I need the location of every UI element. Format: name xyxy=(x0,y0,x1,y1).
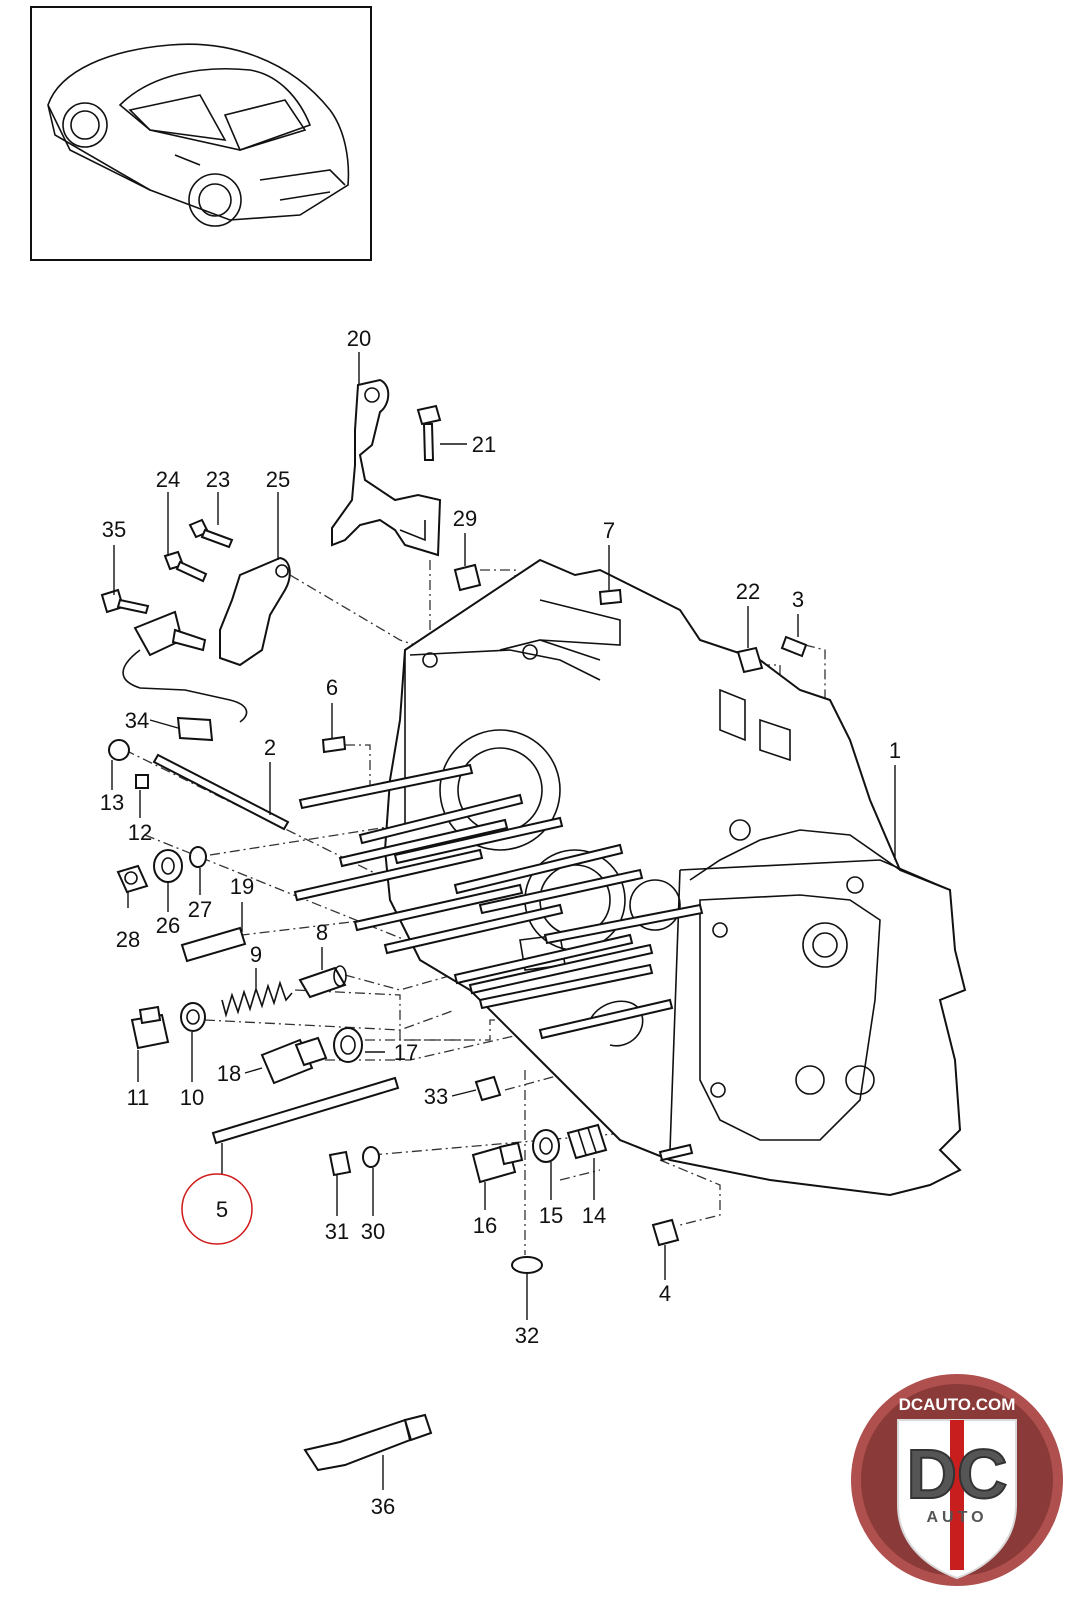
callout-15: 15 xyxy=(539,1203,563,1228)
callout-14: 14 xyxy=(582,1203,606,1228)
crankcase-studs xyxy=(293,763,704,1162)
bracket-20 xyxy=(331,378,442,557)
callout-17: 17 xyxy=(394,1040,418,1065)
seal-15 xyxy=(532,1129,560,1163)
callout-4: 4 xyxy=(659,1281,671,1306)
highlight-circle-5 xyxy=(181,1173,253,1245)
nut-31 xyxy=(328,1150,352,1177)
seal-26 xyxy=(153,849,183,883)
callout-20: 20 xyxy=(347,326,371,351)
crankcase-housing xyxy=(383,558,967,1197)
pin-7 xyxy=(598,588,623,606)
nut-28 xyxy=(116,864,149,894)
cap-32 xyxy=(511,1256,543,1274)
plug-16 xyxy=(471,1141,524,1184)
pin-12 xyxy=(135,774,149,789)
pin-6 xyxy=(321,735,347,754)
callout-23: 23 xyxy=(206,467,230,492)
sensor-bracket-25 xyxy=(219,556,291,667)
piston-8 xyxy=(298,965,347,999)
callout-32: 32 xyxy=(515,1323,539,1348)
callout-29: 29 xyxy=(453,506,477,531)
logo-letters: DC xyxy=(906,1435,1007,1513)
callout-5: 5 xyxy=(216,1197,228,1222)
callout-26: 26 xyxy=(156,913,180,938)
logo-top-text: DCAUTO.COM xyxy=(899,1395,1016,1414)
washer-27 xyxy=(189,846,207,868)
callout-6: 6 xyxy=(326,675,338,700)
callout-9: 9 xyxy=(250,942,262,967)
callout-24: 24 xyxy=(156,467,180,492)
leader-lines xyxy=(111,352,896,1490)
bolt-21 xyxy=(416,404,442,461)
callout-10: 10 xyxy=(180,1085,204,1110)
washer-30 xyxy=(362,1146,380,1168)
callout-16: 16 xyxy=(473,1213,497,1238)
bushing-14 xyxy=(566,1123,608,1160)
bolt-23 xyxy=(188,518,234,549)
washer-10 xyxy=(180,1002,206,1032)
nut-33 xyxy=(474,1075,502,1102)
fitting-18 xyxy=(260,1036,328,1085)
callout-13: 13 xyxy=(100,790,124,815)
seal-17 xyxy=(333,1027,363,1063)
callout-31: 31 xyxy=(325,1219,349,1244)
logo-bottom-text: AUTO xyxy=(926,1509,987,1526)
plug-11 xyxy=(130,1005,170,1050)
sleeve-4 xyxy=(651,1218,680,1247)
callout-33: 33 xyxy=(424,1084,448,1109)
callout-30: 30 xyxy=(361,1219,385,1244)
callout-8: 8 xyxy=(316,920,328,945)
nut-29 xyxy=(453,563,482,592)
callout-labels: 20 21 24 23 25 29 35 7 22 3 6 34 2 1 13 … xyxy=(100,326,901,1519)
sleeve-22 xyxy=(736,646,764,674)
bolt-35 xyxy=(100,588,150,615)
callout-12: 12 xyxy=(128,820,152,845)
callout-11: 11 xyxy=(127,1085,150,1110)
callout-36: 36 xyxy=(371,1494,395,1519)
callout-35: 35 xyxy=(102,517,126,542)
callout-3: 3 xyxy=(792,587,804,612)
callout-22: 22 xyxy=(736,579,760,604)
callout-34: 34 xyxy=(125,708,149,733)
callout-19: 19 xyxy=(230,874,254,899)
stud-2 xyxy=(152,753,290,831)
callout-7: 7 xyxy=(603,518,615,543)
callout-25: 25 xyxy=(266,467,290,492)
callout-2: 2 xyxy=(264,735,276,760)
vehicle-reference-inset xyxy=(30,6,372,261)
sensor-cable-34 xyxy=(122,610,248,742)
sealant-tube-36 xyxy=(303,1413,433,1472)
callout-27: 27 xyxy=(188,897,212,922)
bolt-24 xyxy=(163,550,208,583)
plug-13 xyxy=(108,739,130,761)
callout-18: 18 xyxy=(217,1061,241,1086)
pin-3 xyxy=(780,635,808,658)
callout-1: 1 xyxy=(889,738,901,763)
spring-9 xyxy=(221,980,293,1018)
callout-21: 21 xyxy=(472,432,496,457)
sleeve-19 xyxy=(180,926,247,963)
callout-28: 28 xyxy=(116,927,140,952)
dcauto-logo: DCAUTO.COM DC AUTO xyxy=(851,1374,1063,1586)
stud-5 xyxy=(211,1076,400,1145)
car-illustration xyxy=(47,43,350,227)
